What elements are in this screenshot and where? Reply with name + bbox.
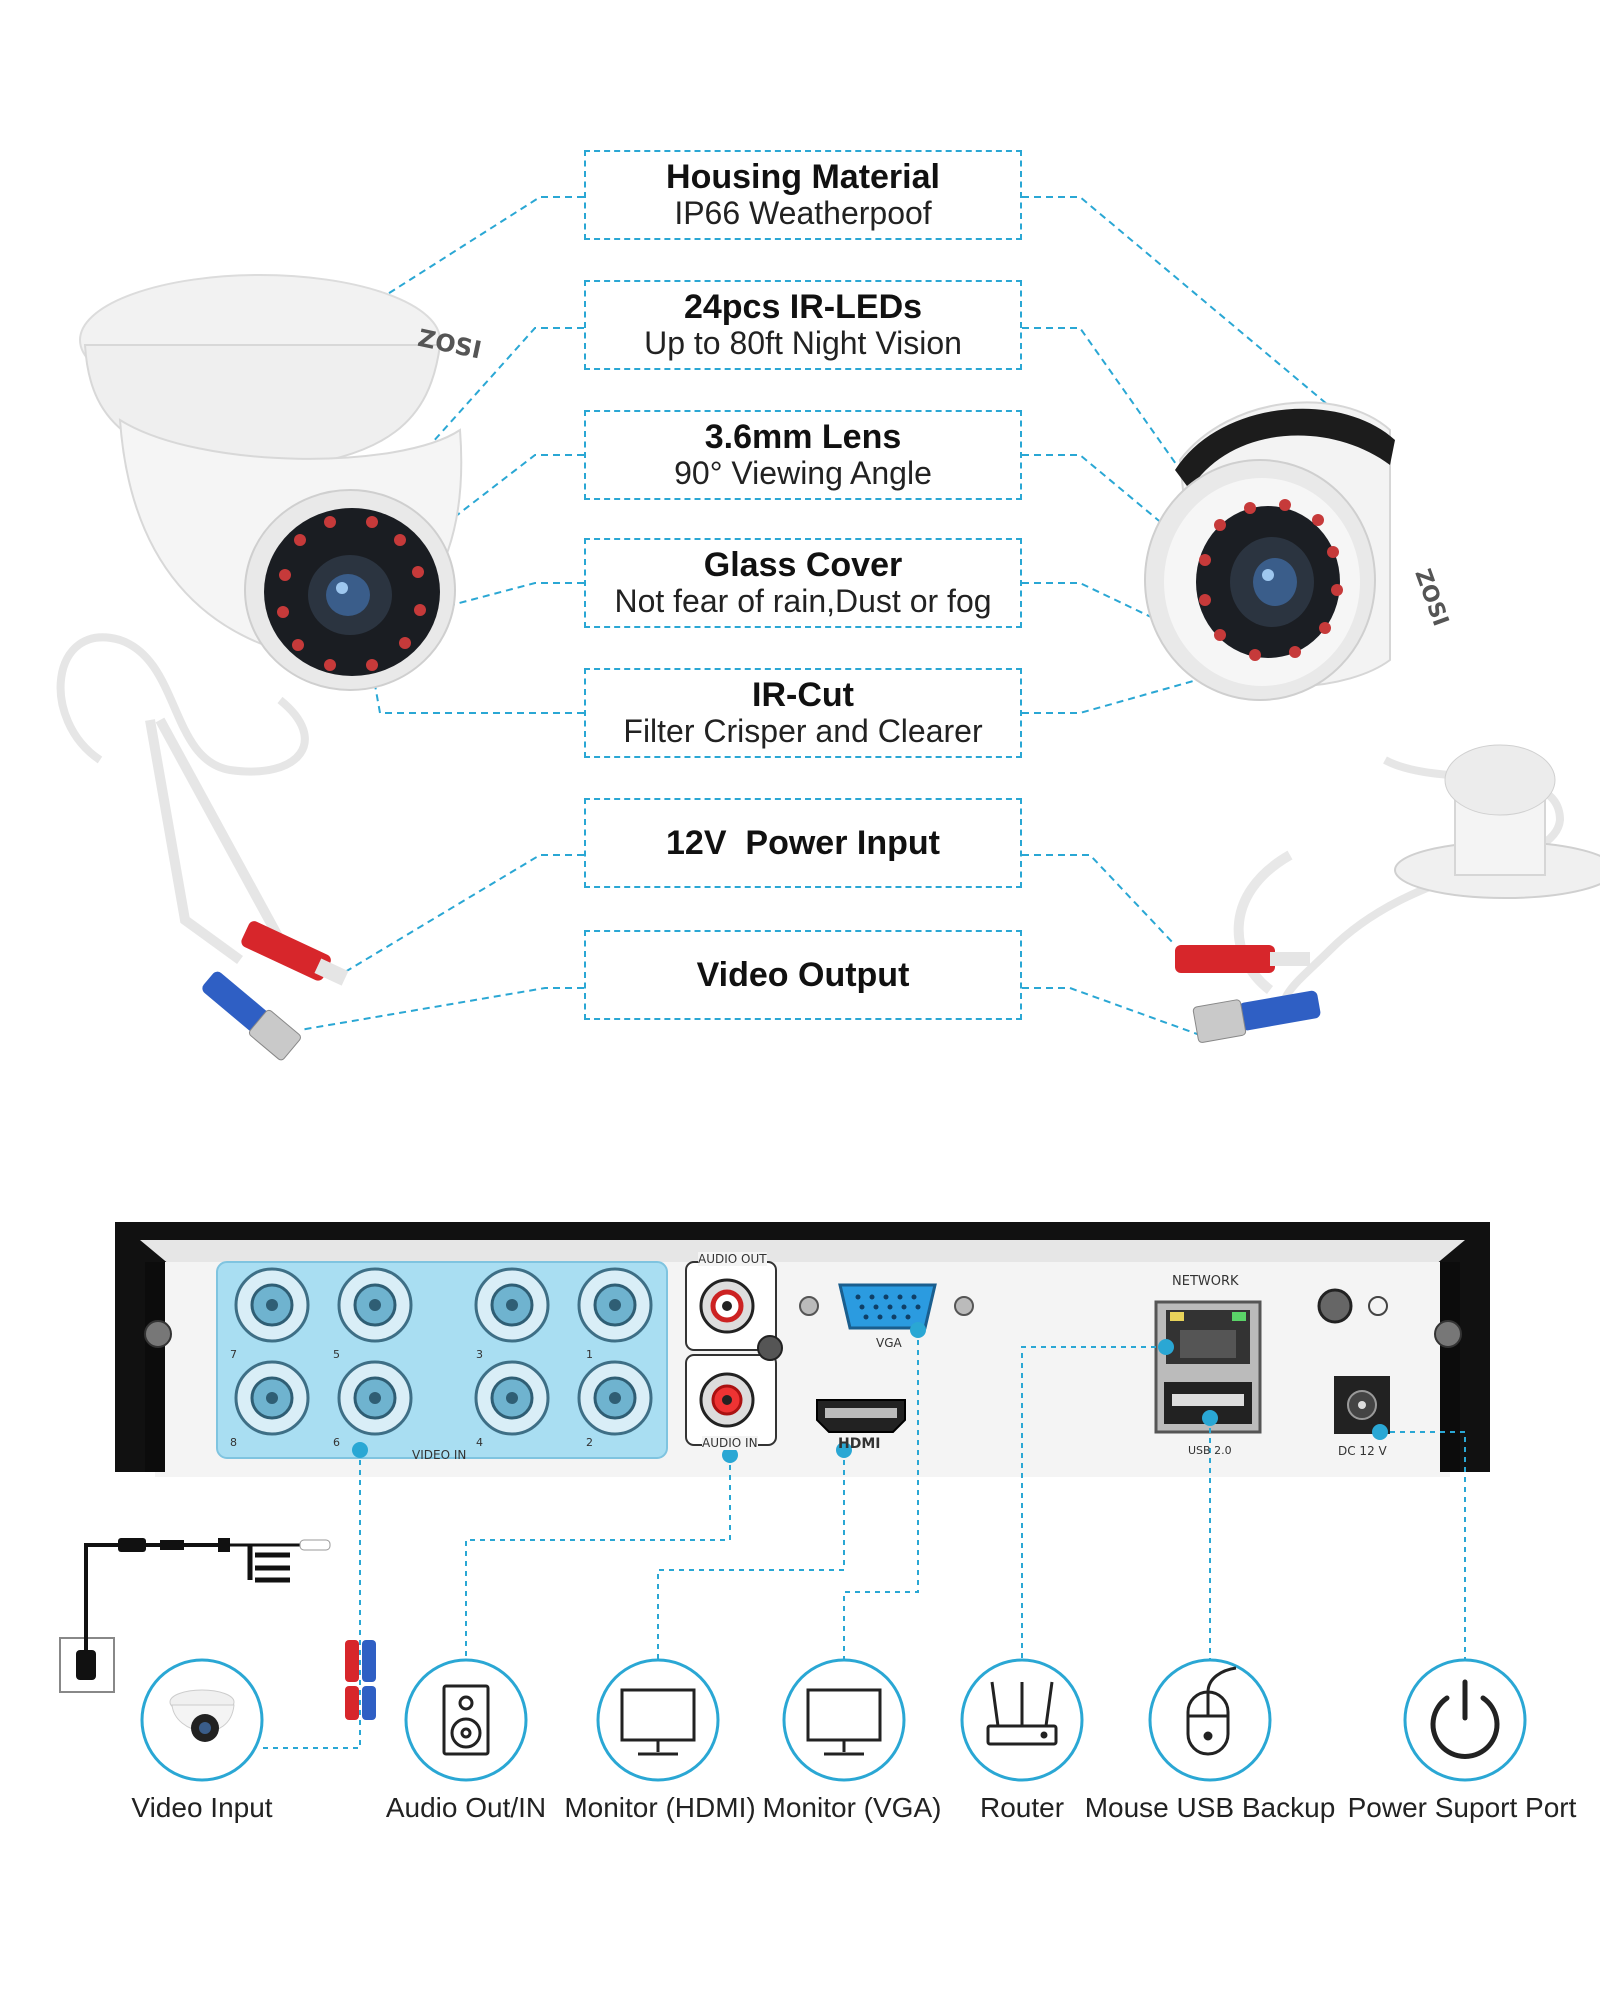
dome-camera: ZOSI [56,274,484,1061]
device-label-audio: Audio Out/IN [385,1792,547,1823]
device-label-video-input: Video Input [131,1792,273,1823]
feature-ir-cut: IR-Cut Filter Crisper and Clearer [584,668,1022,758]
usb-label: USB 2.0 [1188,1444,1232,1457]
power-adapter [59,1538,376,1720]
mouse-icon [1186,1666,1237,1756]
channel-number: 7 [230,1348,237,1361]
channel-number: 8 [230,1436,237,1449]
hdmi-label: HDMI [838,1436,881,1452]
feature-title: IR-Cut [752,676,854,714]
channel-number: 2 [586,1436,593,1449]
device-label-mouse-usb: Mouse USB Backup [1084,1792,1336,1823]
speaker-icon [442,1684,490,1756]
feature-title: Video Output [696,956,910,994]
feature-video-output: Video Output [584,930,1022,1020]
monitor-hdmi-icon [620,1688,696,1756]
vga-label: VGA [876,1336,902,1350]
device-label-monitor-hdmi: Monitor (HDMI) [564,1792,756,1823]
vga-port [838,1283,937,1330]
connection-dots [352,1322,1388,1463]
channel-number: 6 [333,1436,340,1449]
bullet-brand-logo: ZOSI [1409,566,1453,630]
network-label: NETWORK [1172,1274,1239,1289]
channel-number: 3 [476,1348,483,1361]
feature-title: Housing Material [666,158,940,196]
feature-power-input: 12V Power Input [584,798,1022,888]
device-label-router: Router [979,1792,1065,1823]
ir-led-ring [277,516,426,671]
video-in-label: VIDEO IN [412,1448,467,1462]
device-label-monitor-vga: Monitor (VGA) [762,1792,942,1823]
feature-title: 3.6mm Lens [704,418,902,456]
feature-title: 24pcs IR-LEDs [683,288,923,326]
feature-lens: 3.6mm Lens 90° Viewing Angle [584,410,1022,500]
device-label-power: Power Suport Port [1347,1792,1577,1823]
feature-title: Glass Cover [703,546,903,584]
feature-subtitle: IP66 Weatherpoof [674,195,932,231]
feature-housing-material: Housing Material IP66 Weatherpoof [584,150,1022,240]
bullet-ir-led-ring [1199,499,1343,661]
channel-number: 1 [586,1348,593,1361]
channel-number: 4 [476,1436,483,1449]
bullet-camera: ZOSI [1144,401,1600,1043]
feature-subtitle: Up to 80ft Night Vision [644,325,962,361]
bnc-inputs [234,1267,653,1436]
dvr-back-panel [115,1222,1490,1477]
video-in-panel [216,1261,668,1459]
feature-subtitle: Not fear of rain,Dust or fog [614,583,992,619]
dc-label: DC 12 V [1338,1444,1387,1458]
feature-subtitle: Filter Crisper and Clearer [623,713,983,749]
router-icon [986,1681,1058,1746]
feature-subtitle: 90° Viewing Angle [674,455,932,491]
channel-number: 5 [333,1348,340,1361]
dome-camera-icon [169,1689,235,1742]
monitor-vga-icon [806,1688,882,1756]
audio-in-label: AUDIO IN [702,1436,758,1450]
audio-out-label: AUDIO OUT [698,1252,767,1266]
feature-title: 12V Power Input [666,824,940,862]
device-connector-lines [262,1330,1466,1749]
feature-glass-cover: Glass Cover Not fear of rain,Dust or fog [584,538,1022,628]
power-icon [1430,1679,1500,1759]
feature-ir-leds: 24pcs IR-LEDs Up to 80ft Night Vision [584,280,1022,370]
